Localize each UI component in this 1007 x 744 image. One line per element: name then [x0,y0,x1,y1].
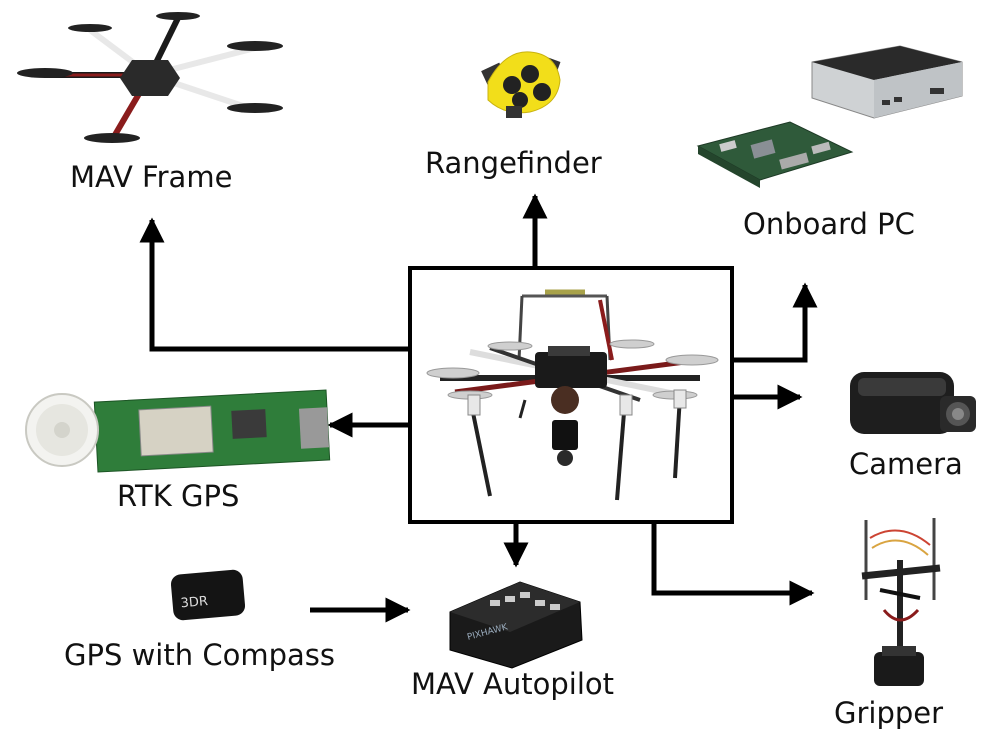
gripper-icon [861,518,941,686]
gps-puck-logo: 3DR [180,594,209,611]
connector-to-onboard-pc [732,282,818,363]
connector-to-gripper [651,522,815,606]
central-drone-box [408,266,734,524]
label-gps-with-compass: GPS with Compass [64,638,335,672]
label-rangefinder: Rangefinder [425,146,602,180]
label-camera: Camera [849,447,963,481]
mini-pc-icon [811,45,963,119]
label-onboard-pc: Onboard PC [743,207,915,241]
rtk-gps-icon [25,389,331,473]
gps-compass-icon: 3DR [170,569,246,621]
label-mav-frame: MAV Frame [70,160,233,194]
label-gripper: Gripper [834,696,944,730]
hexacopter-icon [17,12,283,143]
mainboard-icon [696,121,854,188]
label-mav-autopilot: MAV Autopilot [411,667,615,701]
autopilot-icon: PIXHAWK [449,581,583,669]
rangefinder-icon [481,51,561,118]
drone-icon [426,289,719,501]
connector-to-mav-frame [139,217,410,352]
camera-icon [850,372,976,434]
label-rtk-gps: RTK GPS [117,479,240,513]
